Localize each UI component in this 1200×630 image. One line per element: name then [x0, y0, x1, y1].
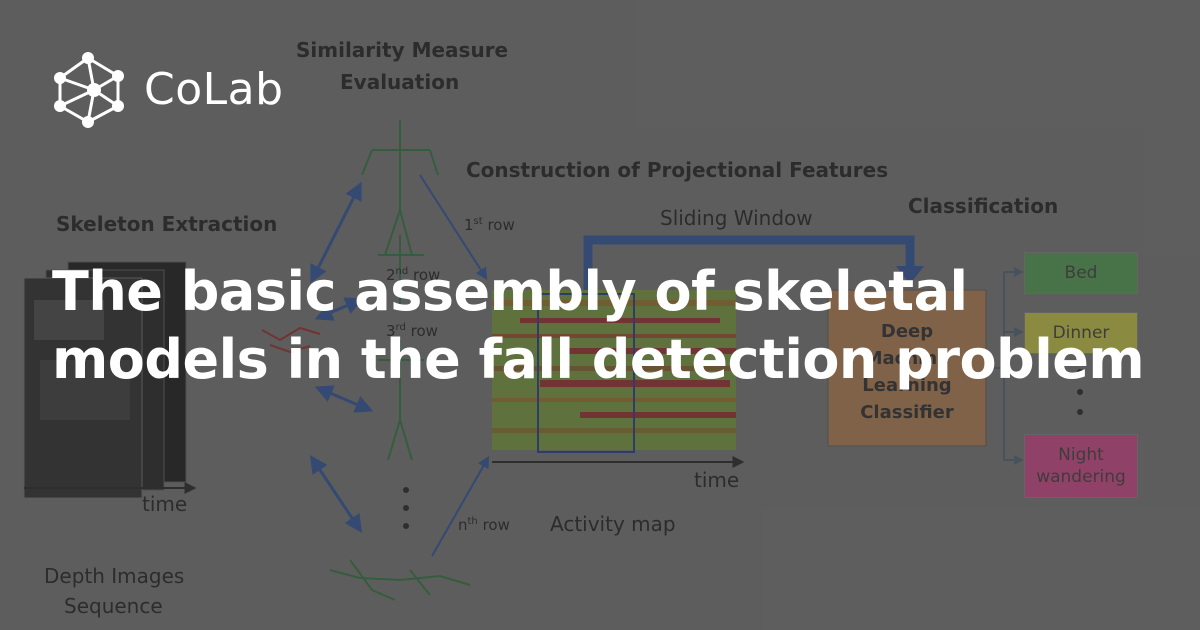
sliding-window-frame	[537, 293, 635, 453]
network-logo-icon	[54, 52, 124, 128]
similarity-label-line2: Evaluation	[340, 70, 460, 94]
row-3-label: 3rd row	[386, 322, 438, 340]
row-n-label: nth row	[458, 516, 510, 534]
row-1-label: 1st row	[464, 216, 515, 234]
row-2-label: 2nd row	[386, 266, 441, 284]
row-arrows	[419, 174, 490, 557]
class-box-dinner: Dinner	[1024, 312, 1138, 354]
sliding-window-label: Sliding Window	[660, 206, 813, 230]
skeleton-figures	[329, 120, 471, 601]
classifier-label: Deep Machine Learning Classifier	[860, 321, 954, 423]
depth-label-line2: Sequence	[64, 594, 163, 618]
similarity-arrows	[310, 181, 374, 533]
time-right-label: time	[694, 468, 740, 492]
projectional-label: Construction of Projectional Features	[466, 158, 889, 182]
depth-label-line1: Depth Images	[44, 564, 185, 588]
similarity-label-line1: Similarity Measure	[296, 38, 509, 62]
brand-name: CoLab	[144, 63, 284, 115]
class-connectors	[986, 267, 1024, 465]
sliding-window-arrow	[583, 235, 915, 290]
classification-label: Classification	[908, 194, 1059, 218]
activity-map-label: Activity map	[550, 512, 676, 536]
depth-image-stack	[23, 261, 187, 499]
skeleton-extraction-label: Skeleton Extraction	[56, 212, 278, 236]
classifier-box	[827, 289, 987, 447]
class-box-night-wandering: Night wandering	[1024, 434, 1138, 498]
activity-map-heatmap	[492, 290, 736, 453]
time-left-label: time	[142, 492, 188, 516]
page-title: The basic assembly of skeletal models in…	[52, 260, 1145, 391]
brand-logo[interactable]: CoLab	[48, 48, 284, 130]
class-box-bed: Bed	[1024, 252, 1138, 294]
extracted-skeleton	[261, 326, 321, 342]
